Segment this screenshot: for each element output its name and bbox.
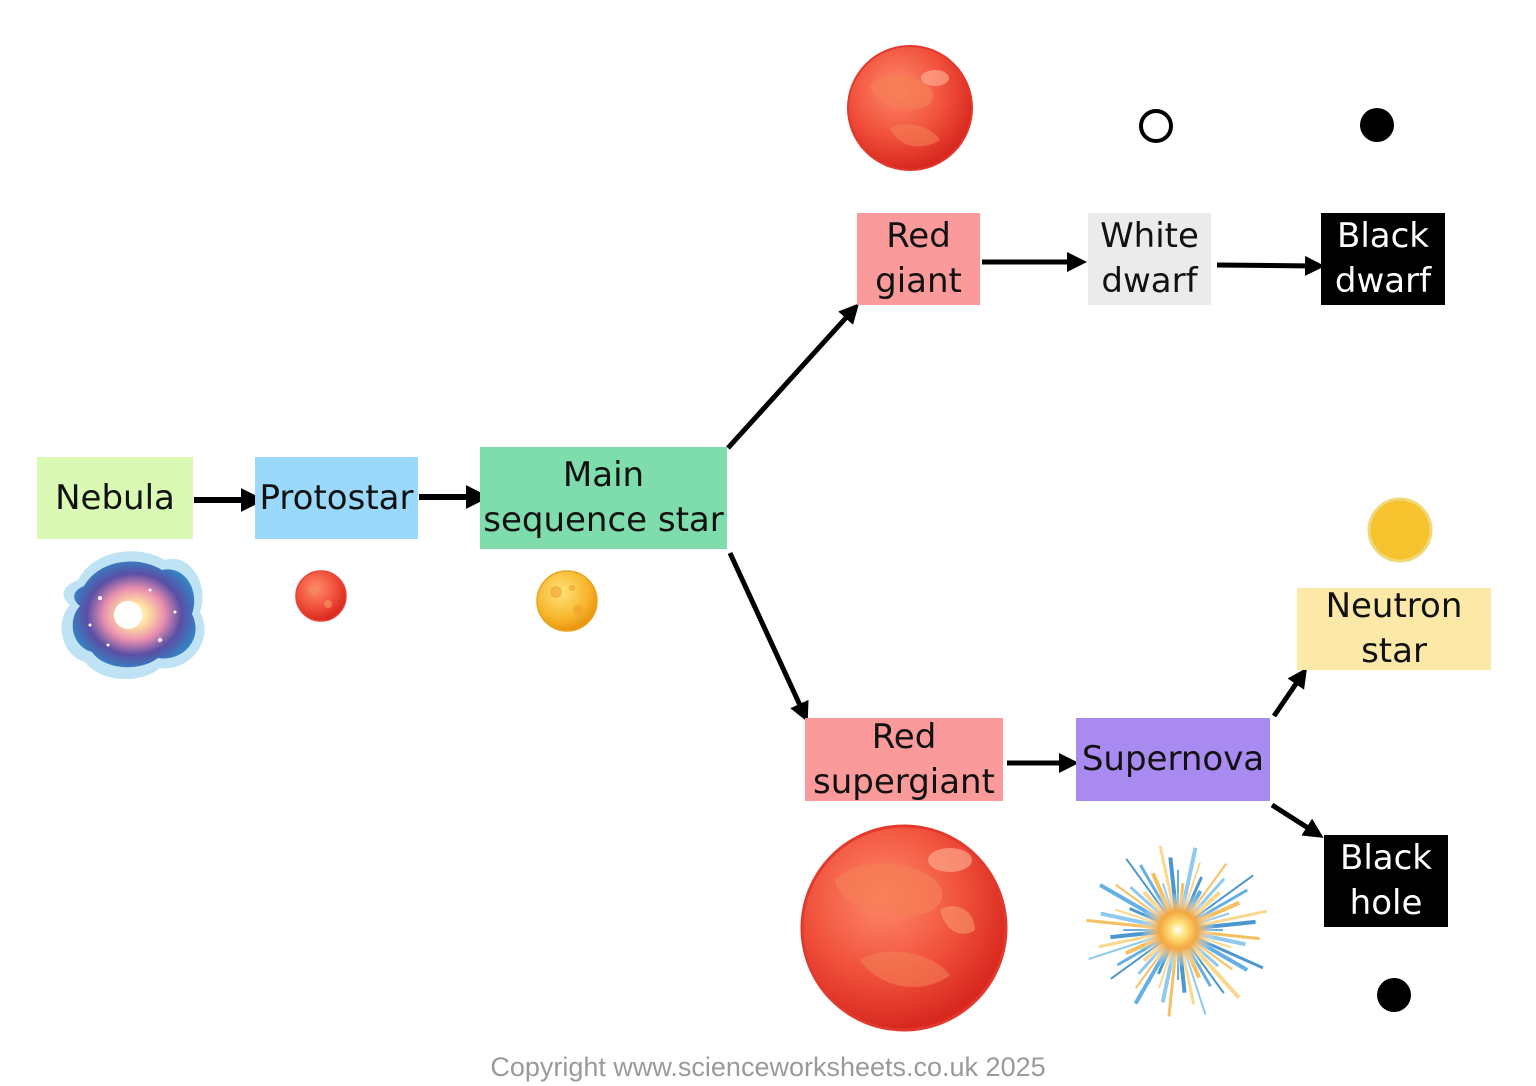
stage-supernova: Supernova — [1076, 718, 1270, 801]
stage-white-dwarf-label: White dwarf — [1100, 216, 1199, 301]
small-red-star-icon — [295, 570, 347, 622]
stage-supernova-label: Supernova — [1081, 739, 1265, 779]
stage-main-sequence-label: Main sequence star — [483, 455, 724, 540]
stage-neutron-star: Neutron star — [1297, 586, 1491, 671]
stage-main-sequence: Main sequence star — [480, 447, 727, 549]
stage-nebula-label: Nebula — [55, 477, 175, 518]
stage-red-giant: Red giant — [857, 213, 980, 305]
arrow-main-sequence-to-red-giant — [726, 303, 860, 450]
large-red-star-icon — [800, 824, 1008, 1032]
stage-red-giant-label: Red giant — [875, 216, 962, 301]
red-giant-planet-icon — [847, 45, 973, 171]
yellow-dot-icon — [1367, 497, 1433, 563]
black-dot-icon — [1377, 978, 1411, 1012]
nebula-cloud-icon — [61, 551, 205, 680]
stage-neutron-star-label: Neutron star — [1325, 586, 1463, 671]
black-dot-icon — [1360, 108, 1394, 142]
stage-protostar-label: Protostar — [259, 477, 414, 518]
explosion-burst-icon — [1086, 845, 1268, 1017]
copyright-footer: Copyright www.scienceworksheets.co.uk 20… — [490, 1052, 1046, 1082]
yellow-star-icon — [536, 570, 598, 632]
stage-red-supergiant: Red supergiant — [805, 717, 1003, 802]
arrow-supernova-to-black-hole — [1270, 802, 1324, 838]
arrow-supernova-to-neutron-star — [1271, 667, 1308, 718]
arrow-white-dwarf-to-black-dwarf — [1216, 255, 1325, 276]
stage-black-dwarf: Black dwarf — [1321, 213, 1445, 305]
stage-black-dwarf-label: Black dwarf — [1334, 216, 1432, 301]
burst-core — [1140, 892, 1216, 968]
arrow-main-sequence-to-red-supergiant — [727, 551, 809, 723]
stage-nebula: Nebula — [37, 457, 193, 539]
stage-protostar: Protostar — [255, 457, 418, 539]
stage-white-dwarf: White dwarf — [1088, 213, 1211, 305]
stage-black-hole: Black hole — [1324, 835, 1448, 927]
stage-red-supergiant-label: Red supergiant — [813, 716, 995, 802]
stage-black-hole-label: Black hole — [1340, 838, 1432, 923]
hollow-circle-icon — [1139, 109, 1173, 143]
